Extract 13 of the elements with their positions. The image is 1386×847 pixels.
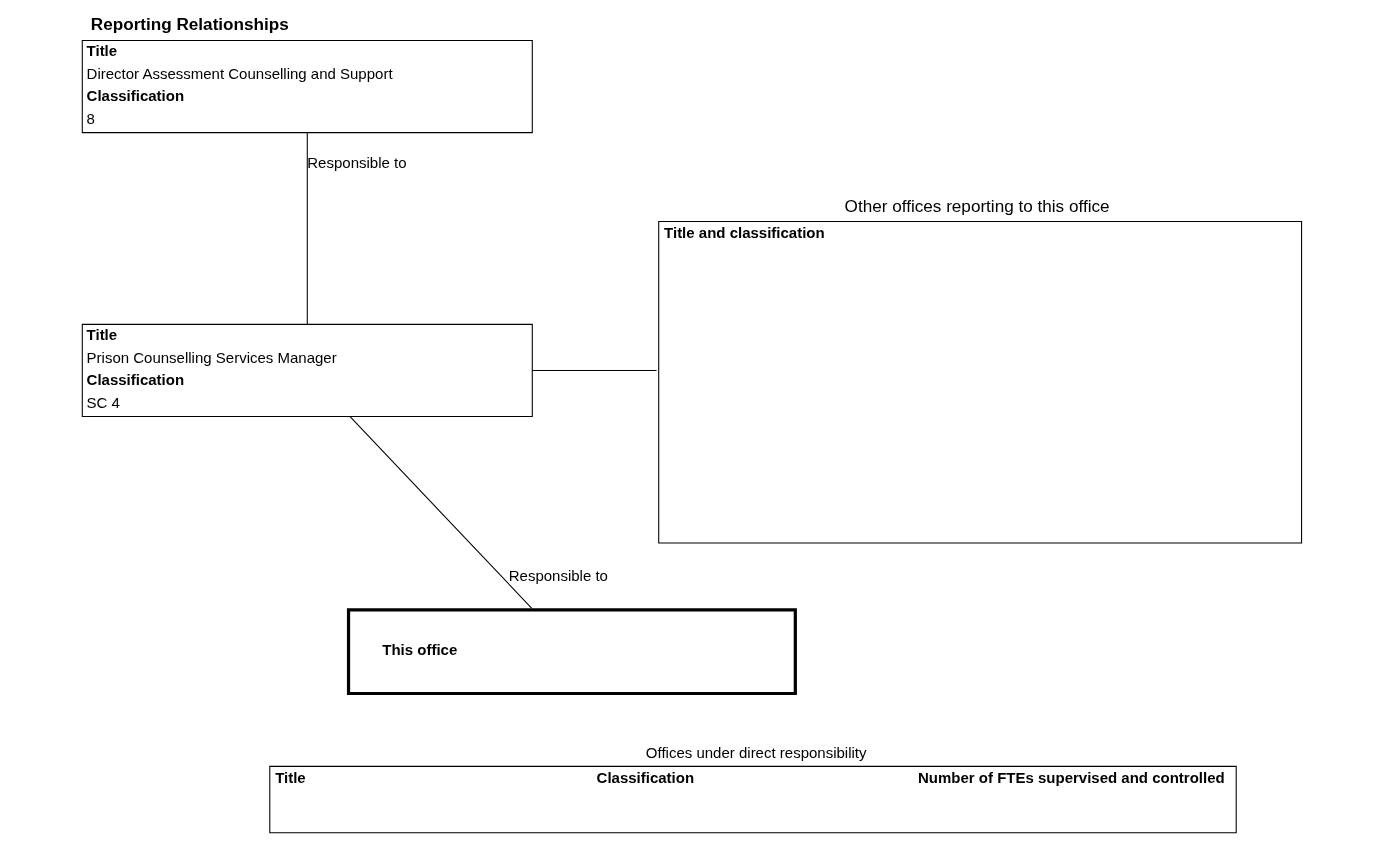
- node-box: Title Prison Counselling Services Manager Classification SC 4: [81, 323, 533, 418]
- node-label: Other offices reporting to this office: [844, 195, 1110, 216]
- edge-label: Responsible to: [508, 566, 608, 584]
- node-label: Offices under direct responsibility: [645, 744, 867, 761]
- node-box: This office: [346, 608, 797, 696]
- node-box: Title Director Assessment Counselling and Support Classification 8: [81, 39, 533, 134]
- connector: [531, 369, 658, 371]
- node-box: Title Classification Number of FTEs supervised and controlled: [269, 765, 1237, 834]
- edge-label: Responsible to: [307, 154, 407, 172]
- diagram-title: Reporting Relationships: [90, 13, 289, 34]
- connector: [306, 132, 308, 325]
- connector: [349, 416, 533, 609]
- node-box: Title and classification: [658, 221, 1303, 544]
